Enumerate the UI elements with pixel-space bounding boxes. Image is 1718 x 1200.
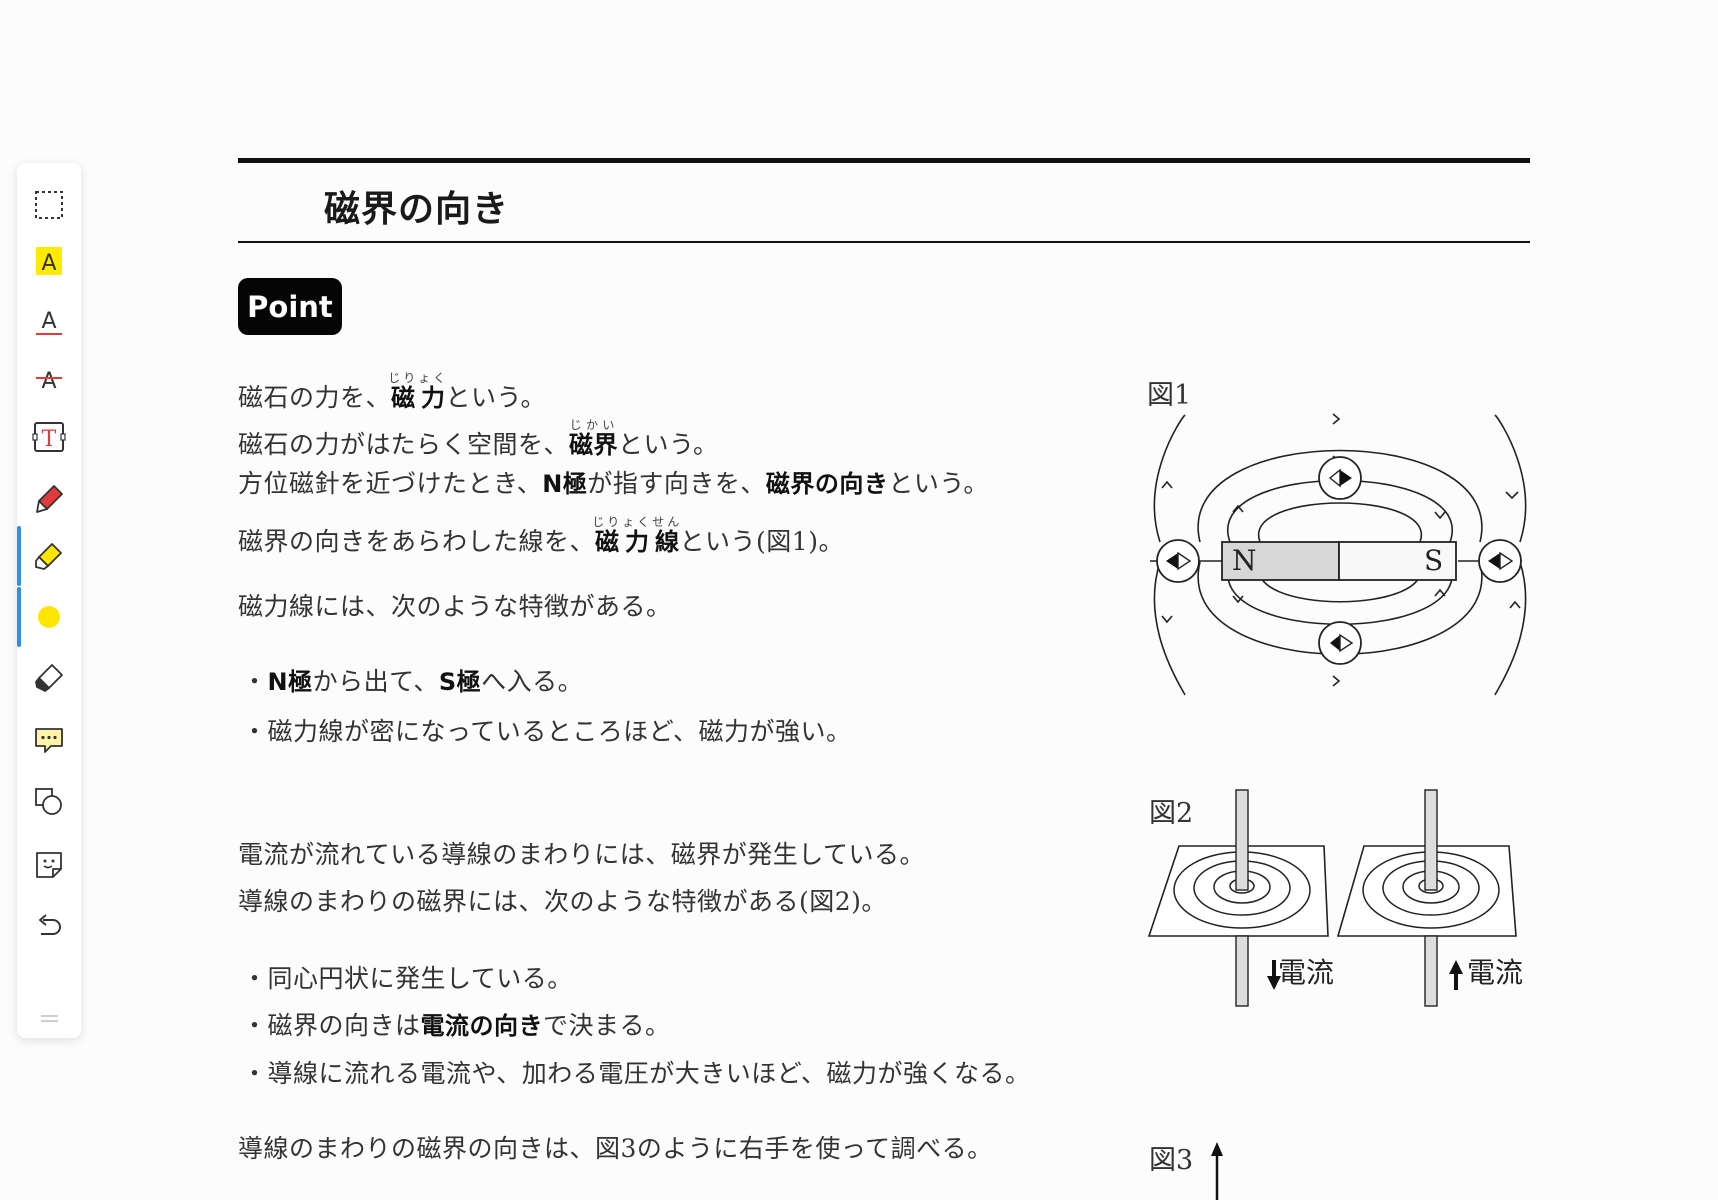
eraser-icon (35, 664, 63, 692)
text-line: 磁石の力がはたらく空間を、磁界じかいという。 (238, 418, 719, 459)
undo-button[interactable] (17, 899, 81, 955)
figure-1-magnetic-field (1150, 413, 1527, 696)
current-label-right: 電流 (1467, 956, 1524, 989)
text-line: 磁石の力を、磁力じりょくという。 (238, 371, 547, 412)
text-line: 導線のまわりの磁界には、次のような特徴がある(図2)。 (238, 887, 887, 916)
color-picker[interactable] (17, 587, 81, 647)
text-line: 電流が流れている導線のまわりには、磁界が発生している。 (238, 840, 926, 869)
pen-icon (36, 485, 63, 513)
sticker-icon (36, 852, 62, 878)
svg-text:A: A (41, 251, 56, 276)
page-title: 磁界の向き (324, 189, 510, 230)
point-badge: Point (238, 278, 342, 335)
eraser-tool[interactable] (17, 649, 81, 705)
strikethrough-text-icon: A (36, 369, 62, 394)
color-dot-icon (38, 606, 60, 628)
text-line: 磁界の向きをあらわした線を、磁力線じりょくせんという(図1)。 (238, 515, 844, 556)
text-box-icon: T (32, 422, 66, 452)
drag-handle-icon[interactable] (41, 1015, 58, 1022)
underline-text-icon: A (36, 309, 62, 335)
current-label-left: 電流 (1278, 956, 1335, 989)
underline-tool[interactable]: A (17, 293, 81, 349)
list-item: ・磁力線が密になっているところほど、磁力が強い。 (242, 717, 852, 746)
highlighter-tool[interactable] (17, 526, 81, 586)
shapes-icon (35, 788, 62, 815)
dashed-rectangle-icon (35, 191, 63, 219)
svg-text:A: A (41, 309, 56, 334)
pen-tool[interactable] (17, 471, 81, 527)
figure-2-label: 図2 (1149, 798, 1194, 829)
text-line: 方位磁針を近づけたとき、N極が指す向きを、磁界の向きという。 (238, 469, 989, 498)
figure-3-label: 図3 (1149, 1145, 1194, 1176)
shape-tool[interactable] (17, 774, 81, 830)
list-item: ・N極から出て、S極へ入る。 (242, 667, 584, 696)
undo-icon (39, 914, 61, 935)
figure-1-label: 図1 (1147, 380, 1192, 411)
text-line: 導線のまわりの磁界の向きは、図3のように右手を使って調べる。 (238, 1134, 993, 1163)
annotation-toolbar: A A A T (17, 163, 81, 1038)
list-item: ・導線に流れる電流や、加わる電圧が大きいほど、磁力が強くなる。 (242, 1059, 1031, 1088)
comment-tool[interactable] (17, 712, 81, 768)
strikethrough-tool[interactable]: A (17, 351, 81, 407)
svg-text:T: T (42, 427, 57, 452)
text-box-tool[interactable]: T (17, 409, 81, 465)
svg-text:A: A (41, 369, 56, 394)
text-line: 磁力線には、次のような特徴がある。 (238, 592, 672, 621)
south-pole-label: S (1424, 544, 1444, 577)
figure-2-wire-fields (1147, 789, 1517, 1007)
highlighter-icon (35, 543, 62, 570)
figure-3-arrow (1211, 1142, 1223, 1200)
header-rule-bottom (238, 241, 1530, 243)
header-rule-top (238, 158, 1530, 163)
list-item: ・磁界の向きは電流の向きで決まる。 (242, 1011, 671, 1040)
highlight-text-tool[interactable]: A (17, 233, 81, 289)
north-pole-label: N (1232, 544, 1257, 577)
list-item: ・同心円状に発生している。 (242, 964, 573, 993)
highlight-text-icon: A (36, 247, 62, 276)
sticker-tool[interactable] (17, 837, 81, 893)
comment-icon (35, 728, 63, 753)
select-tool[interactable] (17, 177, 81, 233)
